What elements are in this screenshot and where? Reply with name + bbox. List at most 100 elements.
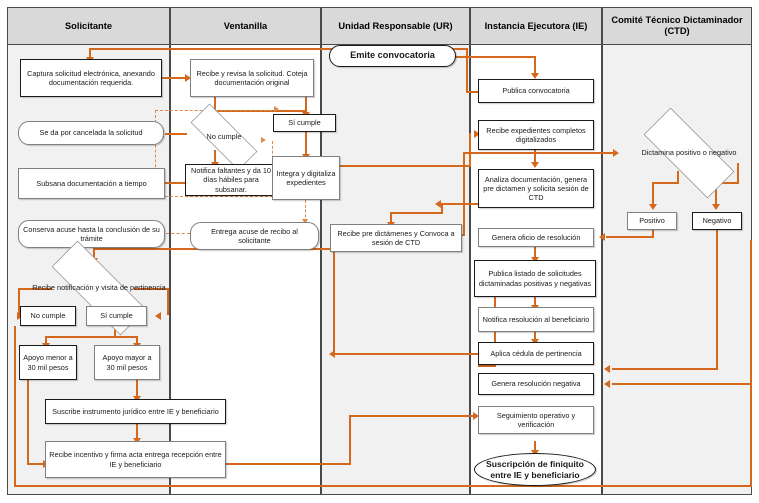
connector-bus-to-negativa xyxy=(612,383,751,385)
connector-listado-to-notifica xyxy=(534,297,536,307)
connector-negativa-to-listado-h1 xyxy=(478,365,496,367)
connector-publica-left-h2 xyxy=(466,91,480,93)
connector-recibe-to-sicumple xyxy=(305,97,307,114)
node-label: Positivo xyxy=(639,216,665,226)
connector-bottom-bus xyxy=(14,485,752,487)
lane-header-label: Comité Técnico Dictaminador (CTD) xyxy=(611,15,743,36)
node-notifica-resolucion[interactable]: Notifica resolución al beneficiario xyxy=(478,307,594,332)
connector-expedientes-to-analiza xyxy=(534,150,536,164)
arrowhead-diamond-right-in xyxy=(261,137,266,143)
node-label: Se da por cancelada la solicitud xyxy=(39,128,143,138)
connector-apoyomenor-to-incentivo xyxy=(27,463,45,465)
node-genera-oficio[interactable]: Genera oficio de resolución xyxy=(478,228,594,247)
connector-negativo-down xyxy=(716,225,718,369)
node-label: Apoyo mayor a 30 mil pesos xyxy=(102,353,152,372)
node-publica-listado[interactable]: Publica listado de solicitudes dictamina… xyxy=(474,260,596,297)
connector-analiza-to-preh xyxy=(390,212,443,214)
node-si-cumple-2[interactable]: Sí cumple xyxy=(86,306,147,326)
node-subsana-documentacion[interactable]: Subsana documentación a tiempo xyxy=(18,168,165,199)
connector-oficio-to-listado xyxy=(534,247,536,260)
arrowhead-dashed-sicumple xyxy=(274,106,279,112)
node-dictamina-decision[interactable]: Dictamina positivo o negativo xyxy=(625,107,753,199)
connector-notif-to-nocumple-v xyxy=(18,288,20,315)
connector-pre-to-dictamina-v xyxy=(463,152,465,236)
arrowhead-si-cumple-2 xyxy=(155,312,161,320)
dashed-entrega-to-conserva xyxy=(166,233,190,234)
node-aplica-cedula[interactable]: Aplica cédula de pertinencia xyxy=(478,342,594,365)
node-recibe-notificacion-decision[interactable]: Recibe notificación y visita de pertinen… xyxy=(30,240,168,336)
connector-publica-to-captura-h xyxy=(89,48,468,50)
node-no-cumple-2[interactable]: No cumple xyxy=(20,306,76,326)
connector-apoyomayor-to-suscribe xyxy=(136,380,138,399)
arrowhead-positivo xyxy=(649,204,657,210)
node-apoyo-menor[interactable]: Apoyo menor a 30 mil pesos xyxy=(19,345,77,380)
node-label: Recibe expedientes completos digitalizad… xyxy=(486,125,586,144)
arrowhead-recibe-revisa xyxy=(185,74,191,82)
connector-incentivo-riser xyxy=(349,415,351,464)
connector-captura-to-recibe xyxy=(162,77,187,79)
connector-recibe-down xyxy=(214,97,216,111)
arrowhead-publica-convocatoria xyxy=(531,73,539,79)
connector-negativo-to-negativa xyxy=(612,368,718,370)
node-no-cumple-decision[interactable]: No cumple xyxy=(176,103,272,171)
node-label: Apoyo menor a 30 mil pesos xyxy=(23,353,73,372)
node-suscribe-instrumento[interactable]: Suscribe instrumento jurídico entre IE y… xyxy=(45,399,226,424)
lane-header-instancia-ejecutora: Instancia Ejecutora (IE) xyxy=(470,7,602,45)
node-recibe-revisa-solicitud[interactable]: Recibe y revisa la solicitud. Coteja doc… xyxy=(190,59,314,97)
node-label: No cumple xyxy=(30,311,66,321)
node-label: Subsana documentación a tiempo xyxy=(36,178,147,188)
connector-integra-to-expedientes-h xyxy=(320,165,471,167)
node-recibe-incentivo[interactable]: Recibe incentivo y firma acta entrega re… xyxy=(45,441,226,478)
lane-header-solicitante: Solicitante xyxy=(7,7,170,45)
node-label: Recibe pre dictámenes y Convoca a sesión… xyxy=(337,228,455,247)
node-analiza-documentacion[interactable]: Analiza documentación, genera pre dictam… xyxy=(478,169,594,208)
connector-bottom-bus-riser xyxy=(750,240,752,486)
node-label: Recibe y revisa la solicitud. Coteja doc… xyxy=(196,68,308,87)
connector-to-recibe-notif-v xyxy=(93,248,95,260)
node-suscripcion-finiquito[interactable]: Suscripción de finiquito entre IE y bene… xyxy=(474,453,596,486)
node-emite-convocatoria[interactable]: Emite convocatoria xyxy=(329,45,456,67)
node-captura-solicitud[interactable]: Captura solicitud electrónica, anexando … xyxy=(20,59,162,97)
node-integra-digitaliza[interactable]: Integra y digitaliza expedientes xyxy=(272,156,340,200)
connector-dictamina-pos-v1 xyxy=(677,171,679,183)
connector-positivo-to-oficio xyxy=(606,236,654,238)
lane-header-unidad-responsable: Unidad Responsable (UR) xyxy=(321,7,470,45)
node-si-cumple-1[interactable]: Sí cumple xyxy=(273,114,336,132)
node-recibe-expedientes[interactable]: Recibe expedientes completos digitalizad… xyxy=(478,120,594,150)
node-negativo[interactable]: Negativo xyxy=(692,212,742,230)
node-label: Publica convocatoria xyxy=(502,86,570,96)
connector-to-seguimiento xyxy=(349,415,475,417)
node-conserva-acuse[interactable]: Conserva acuse hasta la conclusión de su… xyxy=(18,220,165,248)
node-label: Notifica resolución al beneficiario xyxy=(482,314,590,324)
connector-seguimiento-to-finiquito xyxy=(534,441,536,453)
node-notifica-faltantes[interactable]: Notifica faltantes y da 10 días hábiles … xyxy=(185,164,277,196)
lane-header-ventanilla: Ventanilla xyxy=(170,7,321,45)
lane-header-label: Unidad Responsable (UR) xyxy=(338,20,453,31)
node-recibe-pre-dictamenes[interactable]: Recibe pre dictámenes y Convoca a sesión… xyxy=(330,224,462,252)
connector-emite-to-publica-h xyxy=(456,56,536,58)
node-entrega-acuse[interactable]: Entrega acuse de recibo al solicitante xyxy=(190,222,319,250)
node-apoyo-mayor[interactable]: Apoyo mayor a 30 mil pesos xyxy=(94,345,160,380)
node-label: Aplica cédula de pertinencia xyxy=(490,348,582,358)
connector-analiza-left xyxy=(441,203,478,205)
connector-notifica-to-subsana xyxy=(165,182,185,184)
connector-recibe-split-h xyxy=(214,110,307,112)
arrowhead-genera-negativa-b xyxy=(604,365,610,373)
connector-dictamina-neg-h xyxy=(715,182,739,184)
arrowhead-seguimiento xyxy=(473,412,479,420)
node-positivo[interactable]: Positivo xyxy=(627,212,677,230)
dashed-subsana-bottom xyxy=(155,196,273,197)
node-se-da-por-cancelada[interactable]: Se da por cancelada la solicitud xyxy=(18,121,164,145)
node-genera-resolucion-negativa[interactable]: Genera resolución negativa xyxy=(478,373,594,395)
connector-integra-to-expedientes-v xyxy=(469,133,471,166)
connector-positivo-down xyxy=(652,225,654,237)
connector-dictamina-neg-v1 xyxy=(737,163,739,183)
connector-apoyomenor-down xyxy=(27,380,29,464)
node-publica-convocatoria[interactable]: Publica convocatoria xyxy=(478,79,594,103)
connector-nocumple2-down xyxy=(14,326,16,486)
connector-notif-to-sicumple-v xyxy=(167,288,169,315)
node-label: Integra y digitaliza expedientes xyxy=(276,168,336,187)
arrowhead-aplica-left xyxy=(329,350,335,358)
node-seguimiento-operativo[interactable]: Seguimiento operativo y verificación xyxy=(478,406,594,434)
connector-notifica-to-aplica xyxy=(534,331,536,342)
